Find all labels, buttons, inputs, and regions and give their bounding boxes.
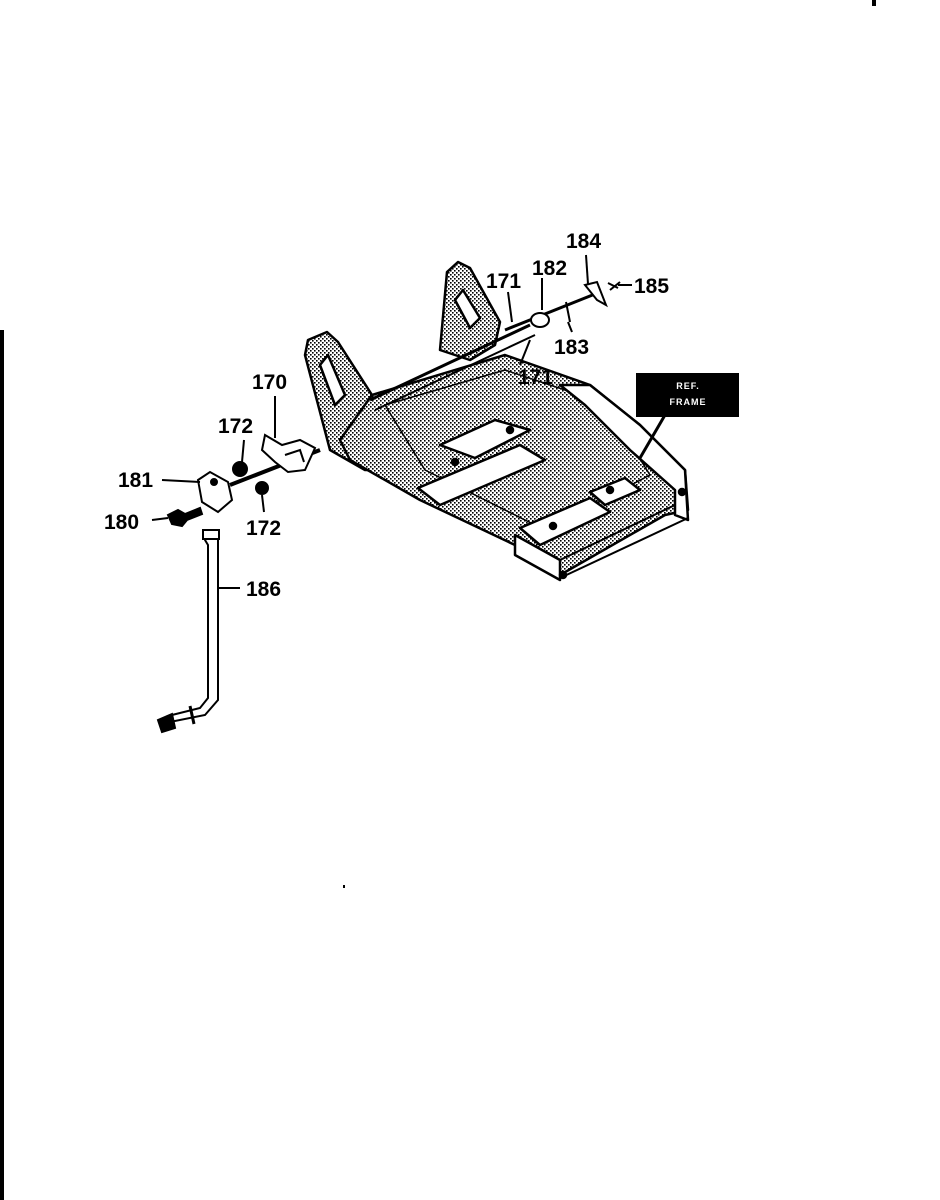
rear-shaft — [504, 290, 601, 332]
leader-ref-frame — [638, 414, 667, 459]
bolt-hole-1 — [505, 425, 515, 435]
part-182-collar — [530, 312, 550, 328]
leader-181 — [161, 479, 201, 483]
callout-171-lower: 171 — [518, 366, 553, 389]
right-side-rail — [558, 383, 690, 522]
leader-171b — [519, 339, 531, 366]
part-186-rod-cap — [202, 529, 220, 540]
stray-dot — [343, 885, 345, 888]
rear-rod-lower — [374, 334, 536, 411]
rear-shaft-parts — [504, 280, 621, 332]
callout-170: 170 — [252, 371, 287, 394]
part-172-bushing-upper — [232, 461, 248, 477]
bolt-hole-6 — [677, 487, 687, 497]
leader-171a — [507, 291, 513, 323]
bolt-hole-5 — [558, 570, 568, 580]
part-183-pin — [565, 301, 571, 323]
cross-bar-front-right — [588, 476, 642, 507]
part-186-rod — [166, 535, 219, 724]
bolt-hole-3 — [548, 521, 558, 531]
leader-180 — [151, 517, 169, 521]
front-rail-edge — [559, 504, 676, 561]
callout-172-lower: 172 — [246, 517, 281, 540]
front-plate-slot — [318, 353, 347, 407]
part-181-hole — [210, 478, 218, 486]
bolt-hole-4 — [605, 485, 615, 495]
ref-frame-box-bg — [636, 373, 739, 417]
part-181-bracket — [196, 470, 234, 514]
callout-182: 182 — [532, 257, 567, 280]
front-rail-lower — [559, 517, 689, 579]
part-180-bolt — [166, 506, 204, 528]
ref-frame-line2: FRAME — [670, 397, 707, 407]
front-linkage — [156, 433, 321, 734]
part-172-bushing-lower — [255, 481, 269, 495]
part-170-detail — [284, 448, 305, 463]
leader-172a — [241, 439, 245, 463]
callout-184: 184 — [566, 230, 601, 253]
leader-184 — [585, 254, 589, 285]
frame-assembly — [303, 260, 690, 582]
part-186-rod-end — [156, 712, 177, 734]
cross-bar-middle — [416, 443, 547, 507]
rear-rod — [369, 323, 531, 402]
callout-180: 180 — [104, 511, 139, 534]
part-185-screw — [607, 281, 621, 291]
callout-181: 181 — [118, 469, 153, 492]
callout-172-upper: 172 — [218, 415, 253, 438]
ref-frame-box: REF. FRAME — [636, 373, 739, 417]
leader-172b — [261, 494, 265, 513]
part-186-rod-tip — [188, 705, 196, 725]
callout-186: 186 — [246, 578, 281, 601]
leader-183 — [567, 321, 573, 333]
callout-171-upper: 171 — [486, 270, 521, 293]
corner-speck — [872, 0, 876, 6]
callout-183: 183 — [554, 336, 589, 359]
bolt-hole-2 — [450, 457, 460, 467]
cross-bar-front-left — [518, 496, 612, 547]
callout-185: 185 — [634, 275, 669, 298]
front-rail — [513, 533, 562, 582]
part-184-pulley — [583, 280, 608, 308]
rear-plate-slot — [453, 288, 482, 330]
leader-lines — [151, 254, 667, 589]
callout-labels: 170 172 172 181 180 186 171 171 182 183 … — [104, 230, 669, 601]
ref-frame-line1: REF. — [676, 381, 700, 391]
